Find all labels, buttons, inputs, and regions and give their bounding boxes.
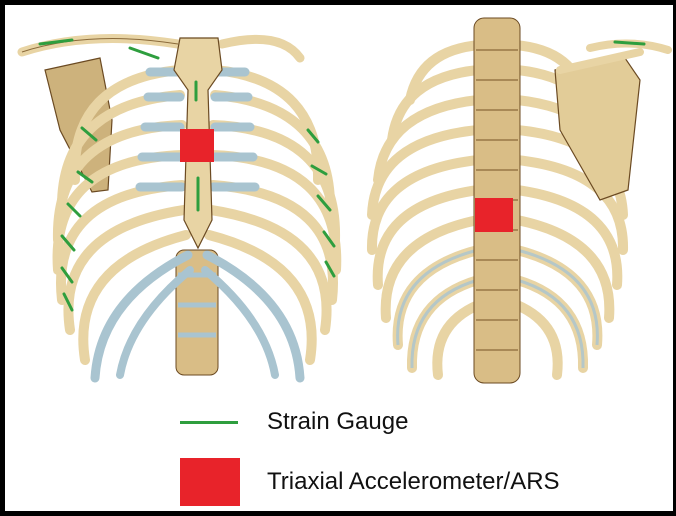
accelerometer-swatch <box>180 458 240 506</box>
strain-gauge-mark <box>615 42 644 44</box>
legend-strain-gauge: Strain Gauge <box>180 408 408 436</box>
legend-accelerometer: Triaxial Accelerometer/ARS <box>180 458 560 506</box>
strain-gauge-swatch <box>180 421 238 424</box>
strain-gauge-label: Strain Gauge <box>267 408 408 436</box>
anterior-right-ribs <box>205 70 336 378</box>
right-clavicle <box>222 39 300 58</box>
anterior-spine <box>176 250 218 375</box>
posterior-rib-cage <box>372 18 668 383</box>
accelerometer-label: Triaxial Accelerometer/ARS <box>267 468 560 496</box>
posterior-left-ribs <box>372 45 480 375</box>
anterior-rib-cage <box>22 38 336 378</box>
right-scapula <box>555 58 640 200</box>
strain-gauge-mark <box>130 48 158 58</box>
anterior-accelerometer <box>180 129 214 162</box>
posterior-accelerometer <box>475 198 513 232</box>
